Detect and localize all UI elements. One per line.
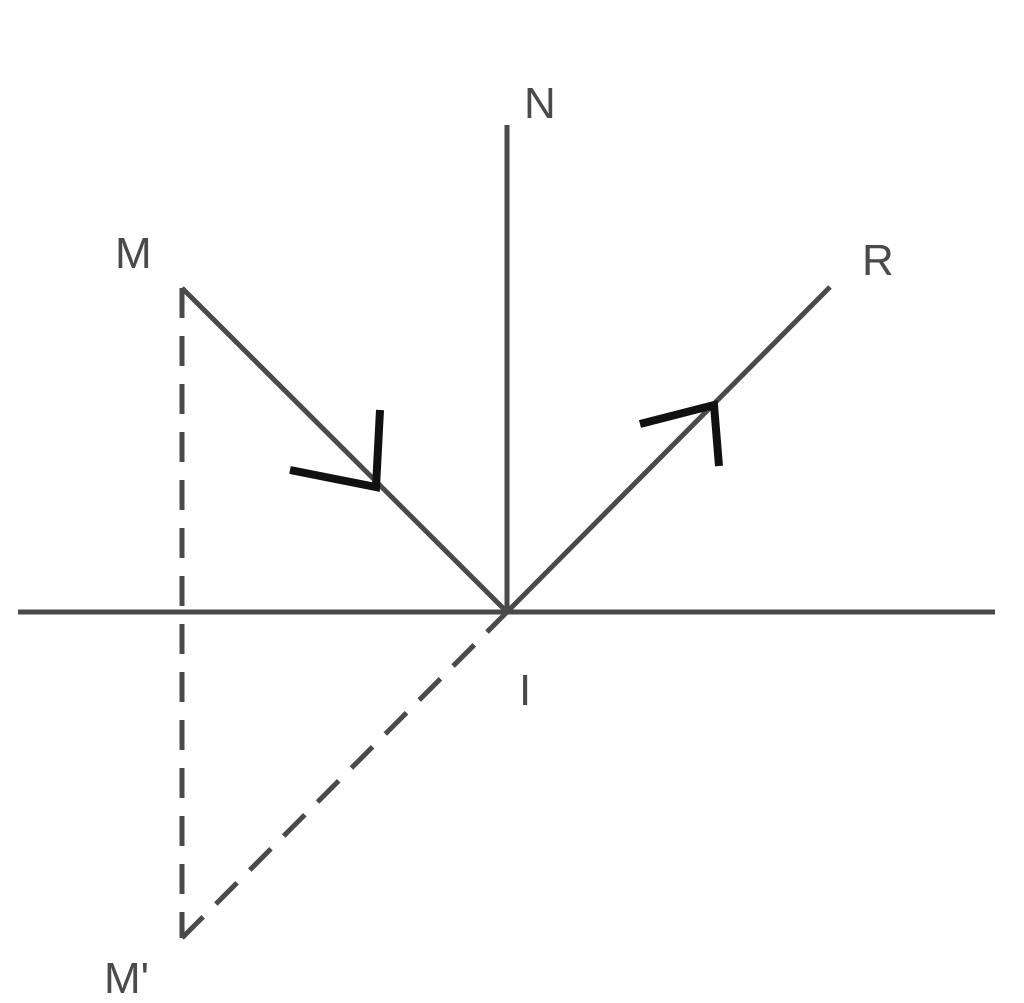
label-reflected: R — [862, 236, 894, 285]
reflected-ray — [505, 285, 832, 614]
label-image: M' — [104, 954, 149, 1003]
label-source: M — [115, 229, 152, 278]
label-normal: N — [524, 79, 556, 128]
label-incidence: I — [519, 666, 531, 715]
incident-ray-arrowhead — [289, 409, 384, 492]
image-to-incidence-dashed-line — [180, 610, 509, 940]
incident-ray — [180, 286, 509, 614]
reflected-ray-arrowhead — [639, 399, 723, 467]
